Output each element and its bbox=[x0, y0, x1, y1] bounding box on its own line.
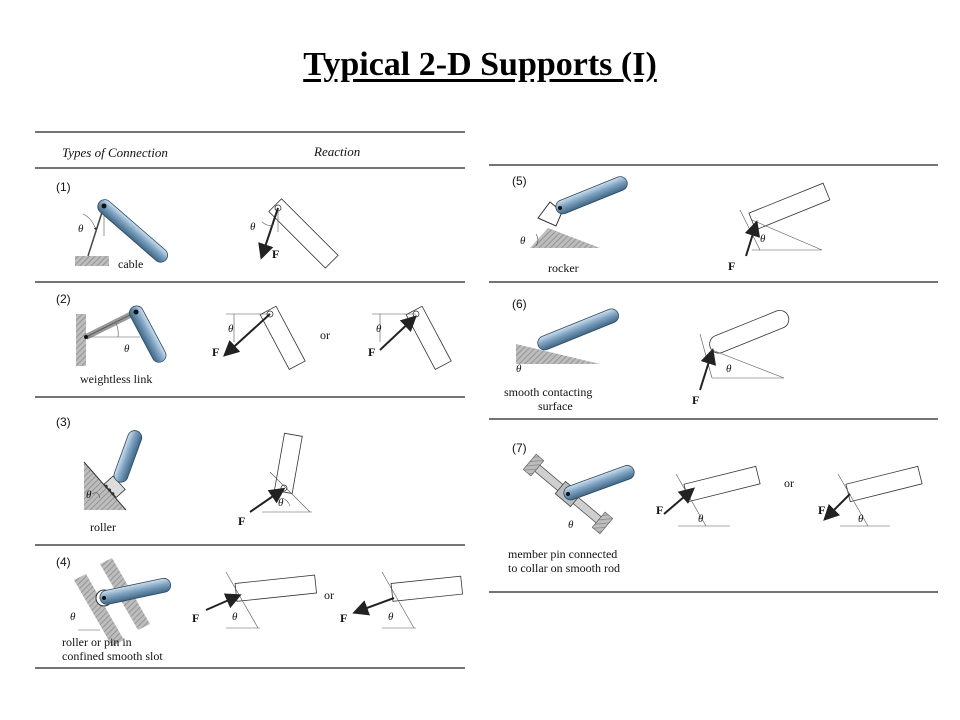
item-2-link: (2) θ weightless link θ F or θ F bbox=[56, 292, 452, 386]
svg-text:θ: θ bbox=[388, 611, 394, 623]
item-4-label-line2: confined smooth slot bbox=[62, 649, 163, 663]
svg-text:θ: θ bbox=[278, 497, 284, 509]
item-1-label: cable bbox=[118, 257, 143, 271]
right-panel-rules bbox=[489, 164, 938, 593]
item-3-number: (3) bbox=[56, 415, 71, 429]
page-title: Typical 2-D Supports (I) bbox=[303, 46, 657, 83]
svg-text:F: F bbox=[728, 259, 735, 273]
wall-block bbox=[76, 314, 86, 366]
pin-dot bbox=[101, 203, 107, 209]
svg-text:θ: θ bbox=[520, 235, 526, 247]
item-5-label: rocker bbox=[548, 261, 579, 275]
svg-text:θ: θ bbox=[516, 363, 522, 375]
cable-line bbox=[87, 205, 105, 257]
svg-text:θ: θ bbox=[70, 611, 76, 623]
item-4-number: (4) bbox=[56, 555, 71, 569]
item-7-number: (7) bbox=[512, 441, 527, 455]
member-bar bbox=[97, 199, 169, 263]
item-6-number: (6) bbox=[512, 297, 527, 311]
svg-text:θ: θ bbox=[726, 363, 732, 375]
or-label: or bbox=[320, 328, 330, 342]
svg-text:F: F bbox=[692, 393, 699, 407]
force-label: F bbox=[272, 247, 279, 261]
svg-text:F: F bbox=[818, 503, 825, 517]
svg-text:F: F bbox=[368, 345, 375, 359]
item-4-slot: (4) θ roller or pin in confined smooth s… bbox=[56, 555, 464, 663]
item-6-label-line1: smooth contacting bbox=[504, 385, 592, 399]
theta-label: θ bbox=[78, 223, 84, 235]
item-5-number: (5) bbox=[512, 174, 527, 188]
svg-text:F: F bbox=[656, 503, 663, 517]
svg-text:θ: θ bbox=[232, 611, 238, 623]
svg-text:θ: θ bbox=[86, 489, 92, 501]
svg-text:θ: θ bbox=[124, 343, 130, 355]
item-1-number: (1) bbox=[56, 180, 71, 194]
item-3-label: roller bbox=[90, 520, 116, 534]
item-2-number: (2) bbox=[56, 292, 71, 306]
item-6-smooth-surface: (6) θ smooth contacting surface θ F bbox=[504, 297, 790, 413]
header-reaction: Reaction bbox=[313, 144, 360, 159]
svg-text:or: or bbox=[784, 476, 794, 490]
svg-text:θ: θ bbox=[858, 513, 864, 525]
left-panel-rules bbox=[35, 131, 465, 669]
item-5-rocker: (5) θ rocker θ F bbox=[512, 174, 831, 275]
svg-text:θ: θ bbox=[228, 323, 234, 335]
svg-text:θ: θ bbox=[376, 323, 382, 335]
item-4-label-line1: roller or pin in bbox=[62, 635, 132, 649]
svg-text:F: F bbox=[340, 611, 347, 625]
svg-text:F: F bbox=[212, 345, 219, 359]
svg-text:F: F bbox=[192, 611, 199, 625]
svg-text:F: F bbox=[238, 514, 245, 528]
svg-text:θ: θ bbox=[250, 221, 256, 233]
item-1-cable: (1) θ cable θ F bbox=[56, 180, 339, 271]
item-6-label-line2: surface bbox=[538, 399, 573, 413]
force-arrow bbox=[258, 207, 279, 260]
svg-text:θ: θ bbox=[568, 519, 574, 531]
item-3-roller: (3) θ roller θ F bbox=[56, 415, 312, 534]
header-types: Types of Connection bbox=[62, 145, 168, 160]
item-7-label-line2: to collar on smooth rod bbox=[508, 561, 620, 575]
item-7-label-line1: member pin connected bbox=[508, 547, 617, 561]
svg-text:θ: θ bbox=[698, 513, 704, 525]
svg-text:or: or bbox=[324, 588, 334, 602]
item-7-collar: (7) θ member pin connected to collar on … bbox=[508, 441, 923, 575]
ground-block bbox=[75, 256, 109, 266]
item-2-label: weightless link bbox=[80, 372, 152, 386]
svg-text:θ: θ bbox=[760, 233, 766, 245]
